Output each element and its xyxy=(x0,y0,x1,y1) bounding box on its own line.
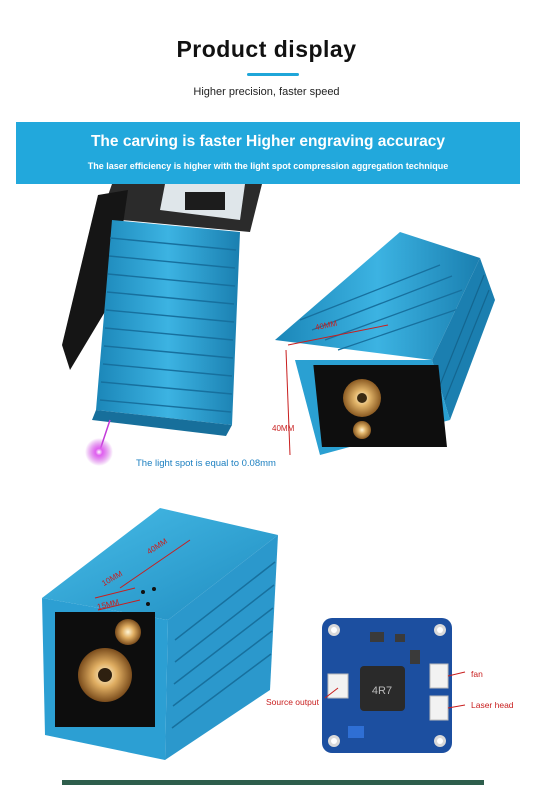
light-spot-label: The light spot is equal to 0.08mm xyxy=(136,458,276,469)
dimension-height-label: 40MM xyxy=(272,424,295,433)
feature-banner: The carving is faster Higher engraving a… xyxy=(16,122,520,184)
banner-title: The carving is faster Higher engraving a… xyxy=(90,133,446,150)
source-output-label: Source output xyxy=(266,697,319,707)
page-subtitle: Higher precision, faster speed xyxy=(193,86,340,98)
page-title: Product display xyxy=(176,36,357,62)
laser-module-front-image xyxy=(42,508,278,760)
driver-board-image: 4R7 xyxy=(322,618,466,753)
title-underline xyxy=(247,73,299,76)
laser-module-angled-image xyxy=(62,184,495,466)
header: Product display Higher precision, faster… xyxy=(0,0,533,120)
fan-label: fan xyxy=(471,669,483,679)
bottom-image-edge xyxy=(62,780,484,785)
laser-head-label: Laser head xyxy=(471,700,514,710)
chip-marking: 4R7 xyxy=(372,685,392,697)
banner-subtitle: The laser efficiency is higher with the … xyxy=(87,161,449,171)
